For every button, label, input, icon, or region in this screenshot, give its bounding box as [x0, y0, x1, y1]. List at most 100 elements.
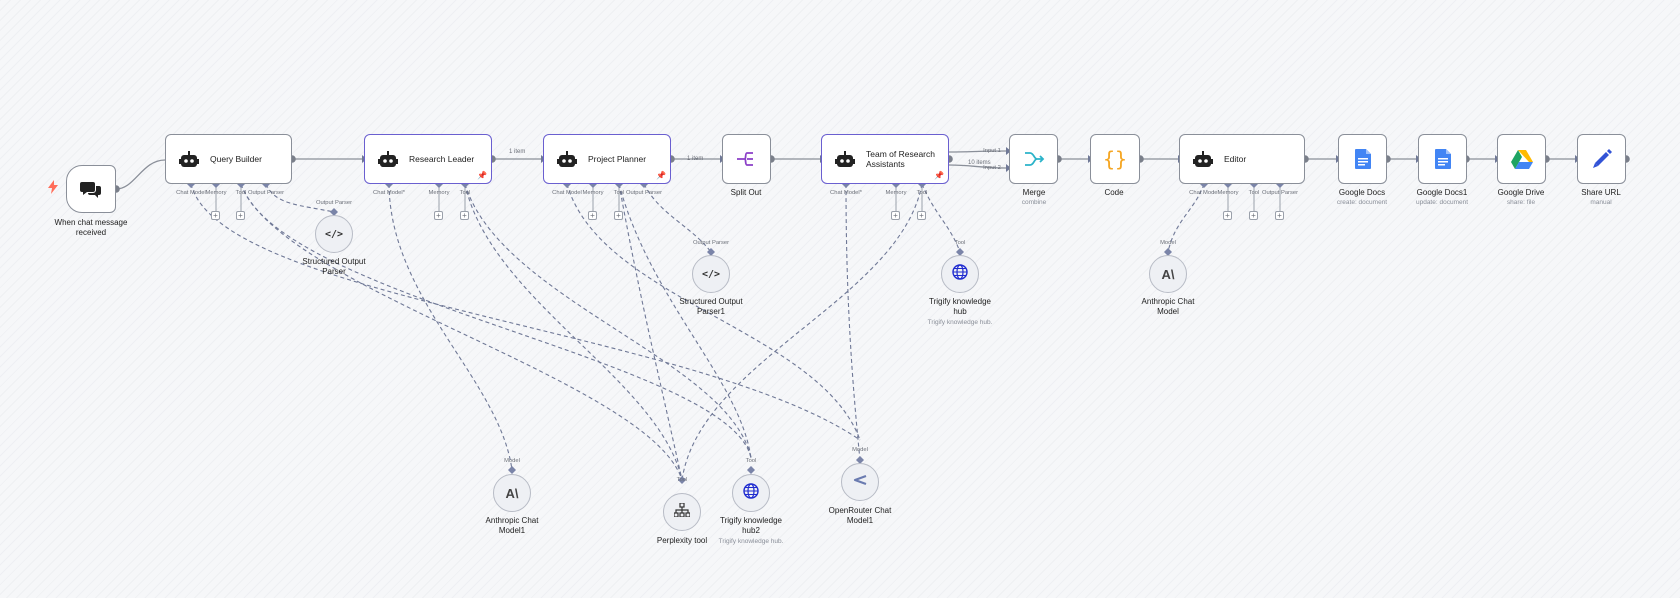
structured-output-parser-node[interactable]: </> [315, 215, 353, 253]
pin-icon: 📌 [656, 171, 666, 180]
merge-input-2-label: Input 2 [983, 165, 1001, 171]
chat-trigger-node[interactable] [66, 165, 116, 213]
structured-output-parser1-label: Structured Output Parser1 [679, 297, 743, 316]
anthropic1-port-label: Model [504, 458, 520, 464]
robot-icon [556, 148, 578, 170]
port-label-chat-model: Chat Model [176, 190, 206, 196]
trigify-knowledge-hub-label: Trigify knowledge hub [929, 297, 991, 316]
perplexity-tool-node[interactable] [663, 493, 701, 531]
research-leader-node[interactable]: Research Leader 📌 [364, 134, 492, 184]
code-tag-icon: </> [701, 268, 721, 280]
robot-icon [1192, 148, 1214, 170]
code-braces-icon: {} [1102, 147, 1128, 171]
add-memory-button[interactable]: + [891, 211, 900, 220]
openrouter-port-label: Model [852, 447, 868, 453]
merge-node[interactable] [1009, 134, 1058, 184]
trigify2-port-label: Tool [745, 458, 757, 464]
google-docs-subtitle: create: document [1336, 199, 1388, 206]
trigify-knowledge-hub2-node[interactable] [732, 474, 770, 512]
add-memory-button[interactable]: + [434, 211, 443, 220]
edge-label-items: 1 item [687, 156, 704, 162]
port-label-chat-model: Chat Model* [373, 190, 405, 196]
share-url-label: Share URL [1581, 188, 1621, 197]
anthropic-chat-model1-label: Anthropic Chat Model1 [485, 516, 539, 535]
google-docs1-subtitle: update: document [1415, 199, 1469, 206]
google-drive-icon [1510, 148, 1533, 170]
anthropic-chat-model1-node[interactable]: A\ [493, 474, 531, 512]
merge-input-1-label: Input 1 [983, 148, 1001, 154]
port-label-chat-model: Chat Model* [830, 190, 862, 196]
port-label-memory: Memory [205, 190, 227, 196]
port-label-chat-model: Chat Model [552, 190, 582, 196]
openrouter-chat-model1-node[interactable] [841, 463, 879, 501]
anthropic-port-label: Model [1160, 240, 1176, 246]
google-drive-label: Google Drive [1497, 188, 1545, 197]
port-label-tool: Tool [613, 190, 625, 196]
team-of-research-assistants-node[interactable]: Team of Research Assistants 📌 [821, 134, 949, 184]
add-tool-button[interactable]: + [460, 211, 469, 220]
merge-icon [1023, 148, 1045, 170]
openrouter-chat-model1-label: OpenRouter Chat Model1 [828, 506, 892, 525]
project-planner-title: Project Planner [588, 154, 647, 164]
trigify-knowledge-hub-node[interactable] [941, 255, 979, 293]
query-builder-title: Query Builder [210, 154, 262, 164]
perplexity-tool-label: Perplexity tool [656, 536, 708, 545]
globe-icon [743, 482, 759, 504]
research-leader-title: Research Leader [409, 154, 475, 164]
add-tool-button[interactable]: + [917, 211, 926, 220]
port-label-tool: Tool [916, 190, 928, 196]
perplexity-port-label: Tool [676, 477, 688, 483]
pin-icon: 📌 [477, 171, 487, 180]
code-label: Code [1104, 188, 1124, 197]
editor-node[interactable]: Editor [1179, 134, 1305, 184]
port-label-memory: Memory [885, 190, 907, 196]
port-label-chat-model: Chat Model [1189, 190, 1219, 196]
anthropic-icon: A\ [1161, 266, 1175, 282]
port-label-tool: Tool [459, 190, 471, 196]
trigify-knowledge-hub-subtitle: Trigify knowledge hub. [927, 319, 993, 326]
sitemap-icon [673, 501, 691, 522]
query-builder-node[interactable]: Query Builder [165, 134, 292, 184]
trigger-bolt-icon [48, 180, 58, 194]
openrouter-icon [852, 473, 868, 492]
add-memory-button[interactable]: + [1223, 211, 1232, 220]
edge-label-items: 10 items [968, 160, 991, 166]
google-drive-subtitle: share: file [1506, 199, 1536, 206]
project-planner-node[interactable]: Project Planner 📌 [543, 134, 671, 184]
split-out-node[interactable] [722, 134, 771, 184]
structured-output-parser-label: Structured Output Parser [302, 257, 366, 276]
add-tool-button[interactable]: + [614, 211, 623, 220]
google-docs-node[interactable] [1338, 134, 1387, 184]
sop-port-label: Output Parser [315, 200, 353, 206]
google-drive-node[interactable] [1497, 134, 1546, 184]
add-memory-button[interactable]: + [211, 211, 220, 220]
editor-title: Editor [1224, 154, 1247, 164]
add-output-parser-button[interactable]: + [1275, 211, 1284, 220]
anthropic-chat-model-node[interactable]: A\ [1149, 255, 1187, 293]
google-docs-label: Google Docs [1338, 188, 1386, 197]
chat-trigger-label: When chat message received [54, 218, 128, 237]
split-out-label: Split Out [730, 188, 762, 197]
merge-label: Merge [1022, 188, 1046, 197]
add-tool-button[interactable]: + [1249, 211, 1258, 220]
port-label-output-parser: Output Parser [625, 190, 663, 196]
structured-output-parser1-node[interactable]: </> [692, 255, 730, 293]
globe-icon [952, 263, 968, 285]
team-title: Team of Research Assistants [866, 149, 935, 169]
code-node[interactable]: {} [1090, 134, 1140, 184]
chat-bubbles-icon [80, 178, 102, 200]
anthropic-icon: A\ [505, 485, 519, 501]
share-url-subtitle: manual [1590, 199, 1612, 206]
add-tool-button[interactable]: + [236, 211, 245, 220]
google-docs-icon [1352, 148, 1374, 170]
port-label-memory: Memory [1217, 190, 1239, 196]
google-docs1-node[interactable] [1418, 134, 1467, 184]
port-label-tool: Tool [1248, 190, 1260, 196]
share-url-node[interactable] [1577, 134, 1626, 184]
google-docs-icon [1432, 148, 1454, 170]
pencil-icon [1591, 148, 1613, 170]
anthropic-chat-model-label: Anthropic Chat Model [1141, 297, 1195, 316]
robot-icon [178, 148, 200, 170]
google-docs1-label: Google Docs1 [1416, 188, 1468, 197]
add-memory-button[interactable]: + [588, 211, 597, 220]
